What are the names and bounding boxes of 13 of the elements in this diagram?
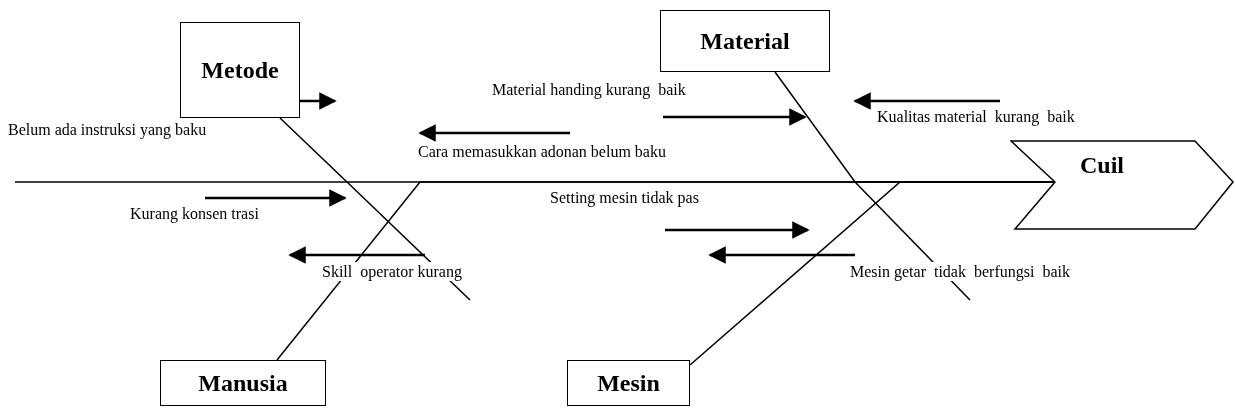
cause-label: Mesin getar tidak berfungsi baik [850, 262, 1070, 281]
category-box: Mesin [567, 360, 690, 406]
cause-label: Belum ada instruksi yang baku [8, 120, 207, 139]
cause-label: Kurang konsen trasi [130, 204, 259, 223]
cause-label: Kualitas material kurang baik [877, 107, 1075, 126]
cause-label: Material handing kurang baik [492, 80, 686, 99]
cause-label: Skill operator kurang [322, 262, 462, 281]
category-box: Metode [180, 22, 300, 118]
effect-shape [1010, 140, 1234, 230]
category-box: Manusia [160, 360, 326, 406]
cause-label: Setting mesin tidak pas [550, 188, 699, 207]
effect-label: Cuil [1080, 152, 1124, 179]
category-box: Material [660, 10, 830, 72]
